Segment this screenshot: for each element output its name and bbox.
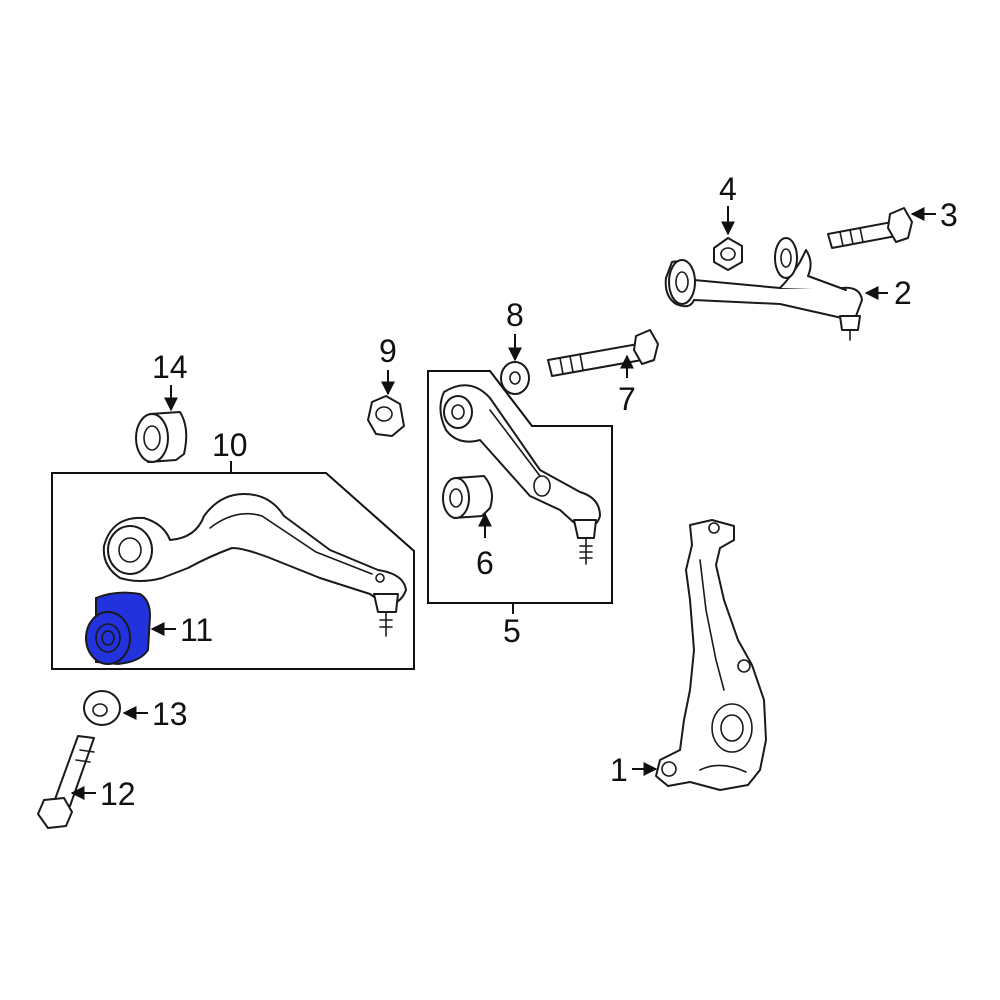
washer-part-13[interactable]	[83, 690, 121, 726]
callout-7: 7	[618, 381, 636, 417]
bushing-part-14[interactable]	[135, 411, 188, 463]
group-frame-10	[51, 472, 415, 670]
steering-knuckle-part[interactable]	[655, 519, 767, 791]
callout-4: 4	[719, 171, 737, 207]
lower-control-arm-part-5[interactable]	[439, 384, 601, 565]
group-frame-5	[427, 370, 613, 604]
nut-part-9[interactable]	[367, 395, 405, 437]
nut-part-4[interactable]	[713, 237, 743, 271]
lower-control-arm-part-10[interactable]	[102, 493, 407, 637]
bushing-part-6[interactable]	[442, 475, 493, 519]
bolt-part-3[interactable]	[827, 207, 913, 249]
bushing-part-11-highlighted[interactable]	[85, 591, 152, 666]
callout-13: 13	[152, 696, 188, 732]
upper-control-arm-part[interactable]	[664, 237, 863, 341]
washer-part-8[interactable]	[500, 361, 530, 395]
callout-12: 12	[100, 776, 136, 812]
callout-2: 2	[894, 275, 912, 311]
bolt-part-12[interactable]	[37, 735, 95, 829]
callout-1: 1	[610, 752, 628, 788]
callout-9: 9	[379, 333, 397, 369]
callout-6: 6	[476, 545, 494, 581]
callout-5: 5	[503, 613, 521, 649]
callout-3: 3	[940, 197, 958, 233]
callout-11: 11	[180, 612, 213, 648]
callout-8: 8	[506, 297, 524, 333]
callout-10: 10	[212, 427, 248, 463]
bushing-11-face	[85, 611, 131, 665]
bolt-part-7[interactable]	[547, 329, 659, 377]
callout-14: 14	[152, 349, 188, 385]
